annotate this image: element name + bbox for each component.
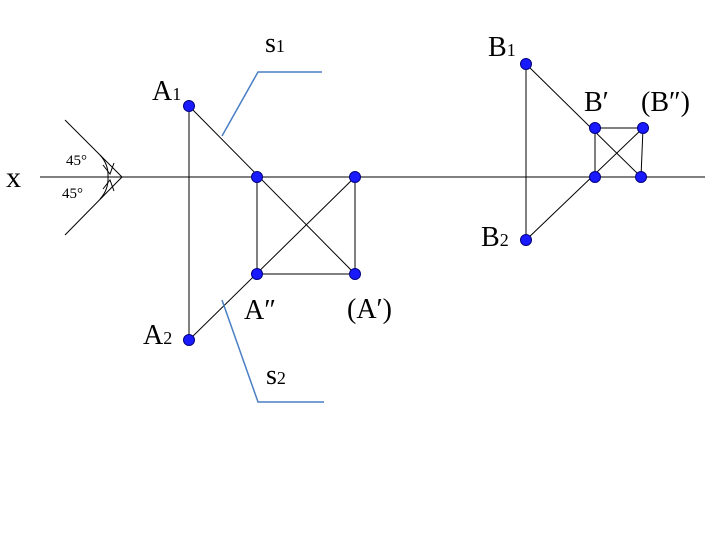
projection-line-b2 — [525, 127, 644, 241]
point-b-double-prime — [637, 122, 649, 134]
trace-line-s2 — [221, 299, 324, 403]
projection-line-a1 — [188, 105, 356, 275]
label-a1: A1 — [152, 76, 181, 107]
point-b-prime — [589, 122, 601, 134]
point-b1 — [520, 58, 532, 70]
label-b2: B2 — [481, 222, 509, 253]
angle-arrow-lower — [102, 178, 115, 192]
trace-line-s1 — [221, 71, 322, 137]
angle-arrow-upper — [102, 162, 115, 176]
b-square-right — [640, 127, 644, 178]
point-a2 — [183, 334, 195, 346]
projection-line-a2 — [188, 176, 356, 341]
angle-arc-lower — [99, 176, 109, 200]
point-axis-a-right — [349, 171, 361, 183]
angle-label-lower: 45° — [62, 186, 83, 202]
label-b1: B1 — [488, 32, 516, 63]
label-a-prime-paren: (A′) — [347, 294, 392, 325]
label-a-double-prime: A″ — [244, 295, 276, 326]
projection-line-b1 — [525, 63, 642, 178]
point-a1 — [183, 100, 195, 112]
point-axis-a-left — [251, 171, 263, 183]
point-axis-b-left — [589, 171, 601, 183]
point-b2 — [520, 234, 532, 246]
point-a-double-prime — [251, 268, 263, 280]
angle-label-upper: 45° — [66, 153, 87, 169]
label-b-double-prime-paren: (B″) — [641, 87, 690, 118]
label-b-prime: B′ — [584, 87, 609, 118]
angle-arc-upper — [99, 154, 109, 178]
axis-label-x: x — [6, 161, 21, 194]
label-a2: A2 — [143, 320, 172, 351]
point-a-prime — [349, 268, 361, 280]
label-s2: s2 — [266, 360, 286, 391]
label-s1: s1 — [265, 28, 285, 59]
point-axis-b-right — [635, 171, 647, 183]
